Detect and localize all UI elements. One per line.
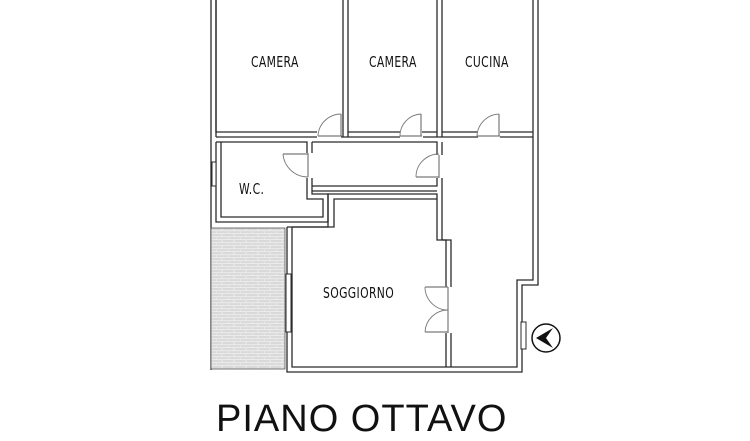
corridor-walls (312, 141, 443, 240)
floor-title: PIANO OTTAVO (216, 398, 508, 440)
window-soggiorno (285, 273, 292, 333)
door-cucina (476, 113, 500, 137)
wc-walls (215, 141, 329, 223)
floor-plan-drawing (210, 0, 561, 373)
door-wc (282, 153, 309, 178)
room-label-camera-1: CAMERA (251, 53, 299, 71)
door-camera-1 (317, 113, 342, 137)
window-wc (211, 161, 217, 187)
room-label-camera-2: CAMERA (369, 53, 417, 71)
room-label-soggiorno: SOGGIORNO (323, 284, 395, 302)
north-arrow-icon (531, 323, 561, 353)
terrace-hatch (210, 227, 286, 370)
window-east (520, 321, 527, 350)
door-camera-2 (399, 113, 422, 137)
door-corridor (415, 153, 440, 178)
door-soggiorno-double (424, 286, 449, 333)
room-label-cucina: CUCINA (465, 53, 509, 71)
room-label-wc: W.C. (239, 180, 265, 198)
soggiorno-walls (287, 193, 452, 367)
top-rooms-walls (215, 0, 533, 138)
